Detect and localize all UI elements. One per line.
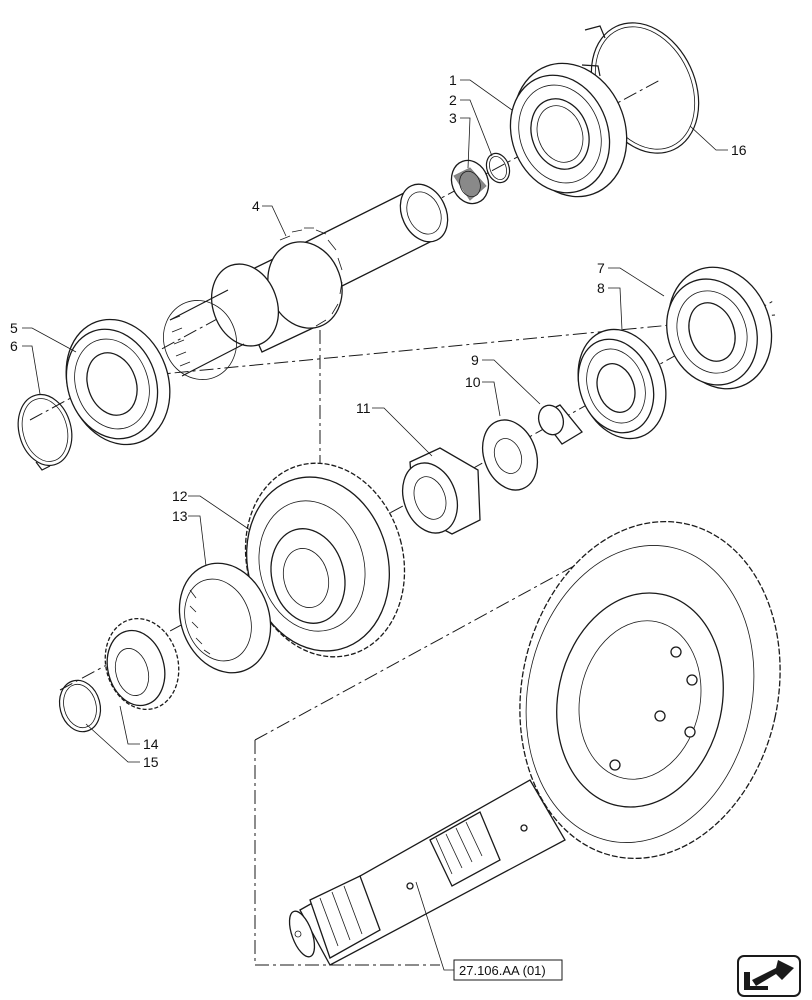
- callout-8: 8: [597, 280, 605, 296]
- gear-hub-14: [104, 617, 180, 711]
- callout-1: 1: [449, 72, 457, 88]
- gear-12: [244, 462, 406, 658]
- callout-5: 5: [10, 320, 18, 336]
- callout-7: 7: [597, 260, 605, 276]
- output-shaft: [288, 779, 566, 966]
- callout-9: 9: [471, 352, 479, 368]
- pinion-shaft-4: [163, 183, 449, 380]
- reference-label[interactable]: 27.106.AA (01): [459, 963, 546, 978]
- nut-11: [401, 447, 481, 535]
- callout-16: 16: [731, 142, 747, 158]
- callout-15: 15: [143, 754, 159, 770]
- callout-4: 4: [252, 198, 260, 214]
- callout-2: 2: [449, 92, 457, 108]
- bearing-7: [666, 266, 773, 390]
- bearing-5: [65, 318, 171, 446]
- leader-lines: [22, 79, 728, 971]
- needle-bearing-13: [178, 562, 272, 674]
- callout-12: 12: [172, 488, 188, 504]
- callout-14: 14: [143, 736, 159, 752]
- callout-13: 13: [172, 508, 188, 524]
- reference-link[interactable]: 27.106.AA (01): [453, 959, 563, 981]
- bearing-1: [509, 62, 628, 198]
- lock-washer-10: [481, 419, 539, 491]
- bearing-8: [577, 328, 667, 440]
- clip-15: [58, 679, 102, 733]
- needle-bearing-3: [450, 159, 490, 205]
- ring-gear: [519, 520, 781, 860]
- spacer-9: [537, 404, 583, 445]
- callout-3: 3: [449, 110, 457, 126]
- next-page-arrow-icon[interactable]: [737, 955, 801, 997]
- snap-ring-6: [17, 393, 73, 471]
- callout-10: 10: [465, 374, 481, 390]
- callout-11: 11: [356, 400, 371, 416]
- ring-2: [485, 152, 511, 184]
- callout-labels: 1 2 3 4 5 6 7 8 9 10 11 12 13 14 15 16: [10, 72, 747, 770]
- callout-6: 6: [10, 338, 18, 354]
